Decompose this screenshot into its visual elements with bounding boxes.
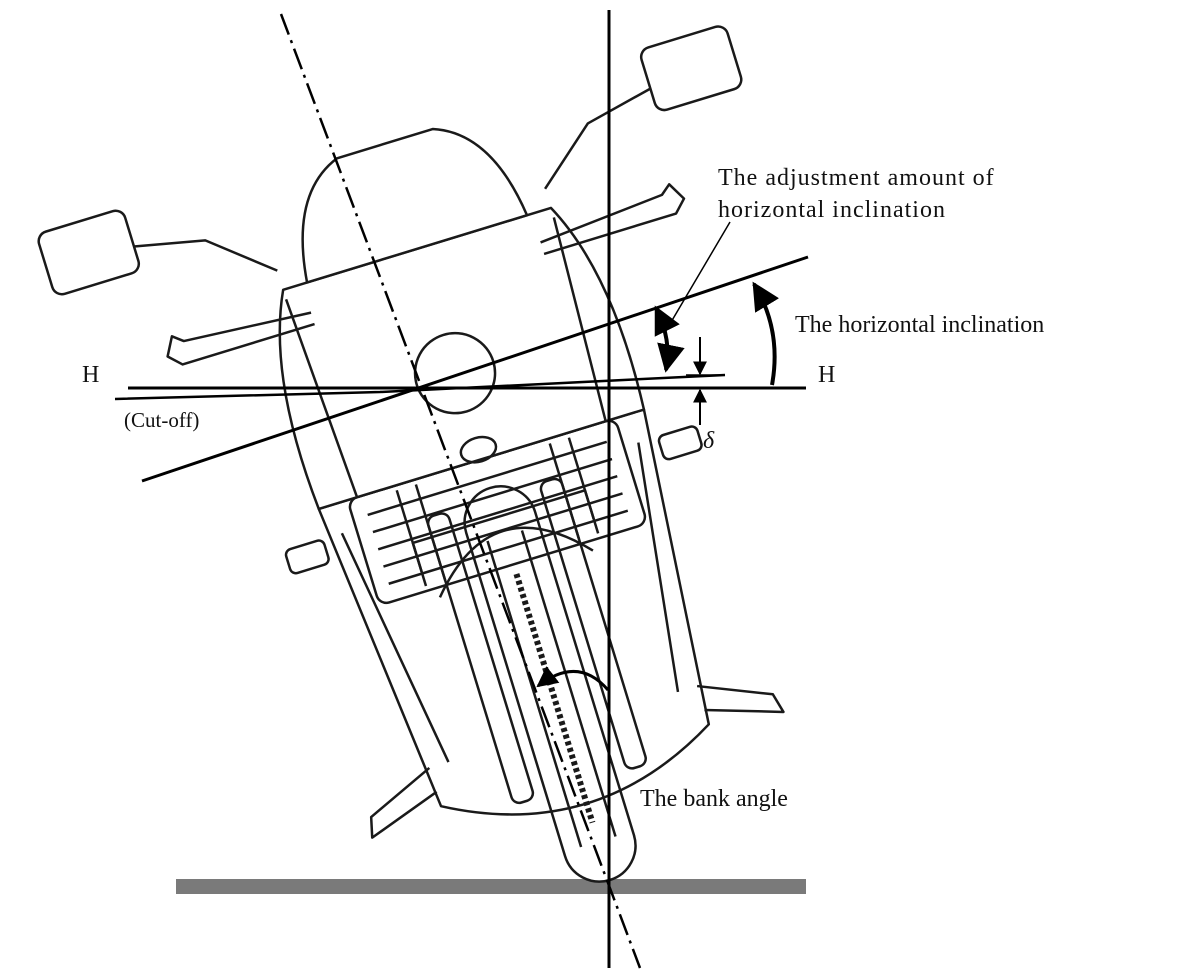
mirror-stem-left [133, 239, 278, 272]
motorcycle-centerline [279, 13, 642, 969]
body-outline [317, 408, 711, 816]
fork-left [426, 512, 535, 805]
adjustment-label-line1: The adjustment amount of [718, 165, 995, 191]
adjustment-label-line2: horizontal inclination [718, 197, 946, 223]
h-left-label: H [82, 362, 100, 388]
handlebar-left [166, 311, 315, 366]
inclination-arc-arrow [752, 281, 780, 386]
horizontal-inclination-label: The horizontal inclination [795, 312, 1045, 338]
footpeg-left [369, 766, 438, 839]
adjustment-leader-line [663, 221, 731, 335]
bank-angle-arc-arrow [536, 666, 610, 691]
h-right-label: H [818, 362, 836, 388]
adjustment-amount-label: The adjustment amount of horizontal incl… [718, 162, 995, 226]
horizontal-inclination-line [141, 255, 809, 483]
motorcycle-drawing [37, 25, 785, 883]
cut-off-line [114, 373, 726, 401]
delta-label: δ [703, 428, 715, 454]
windscreen [301, 127, 529, 284]
adjustment-arc-arrow [654, 305, 685, 373]
indicator-right [657, 425, 703, 461]
handlebar-right [540, 183, 686, 256]
ground-line [176, 879, 806, 894]
fork-right [539, 477, 647, 770]
cut-off-label: (Cut-off) [124, 408, 200, 432]
footpeg-right [696, 684, 785, 714]
indicator-left [284, 539, 330, 575]
fairing [278, 206, 646, 511]
bank-angle-label: The bank angle [640, 786, 788, 812]
mirror-stem-right [544, 87, 651, 190]
mirror-left [37, 209, 141, 296]
mirror-right [639, 25, 743, 112]
